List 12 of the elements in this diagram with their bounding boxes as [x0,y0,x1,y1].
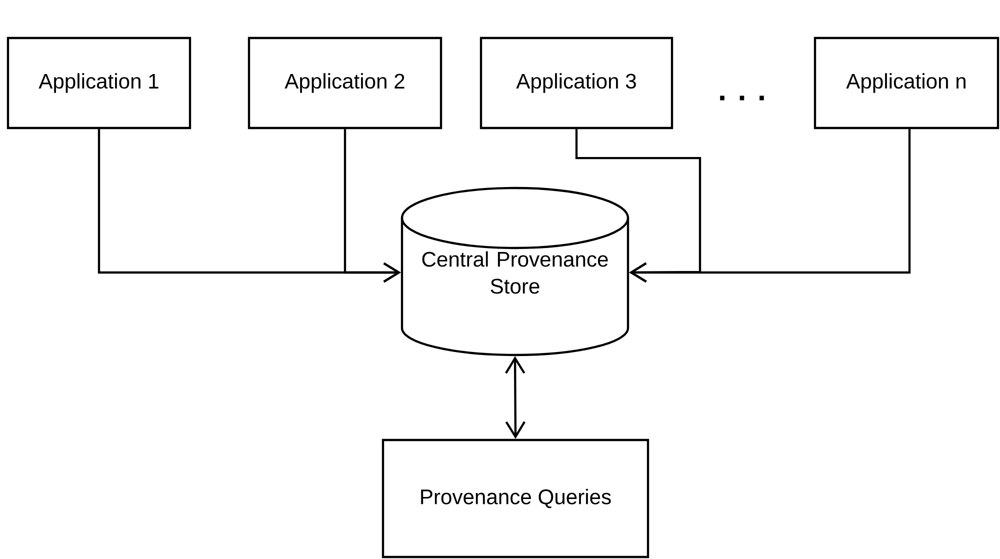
ellipsis: . . . [720,96,764,100]
application-box: Application 1 [6,36,192,130]
connector-arrow [629,129,911,283]
connector-arrow [505,356,526,439]
application-box: Application n [814,36,1000,130]
query-box: Provenance Queries [382,438,650,558]
node-label: Central Provenance Store [422,251,608,294]
connector-arrow [575,129,702,282]
database-cylinder: Central Provenance Store [400,186,630,356]
connector-arrow [344,129,401,283]
application-box: Application 3 [480,36,674,130]
application-box: Application 2 [248,36,442,130]
